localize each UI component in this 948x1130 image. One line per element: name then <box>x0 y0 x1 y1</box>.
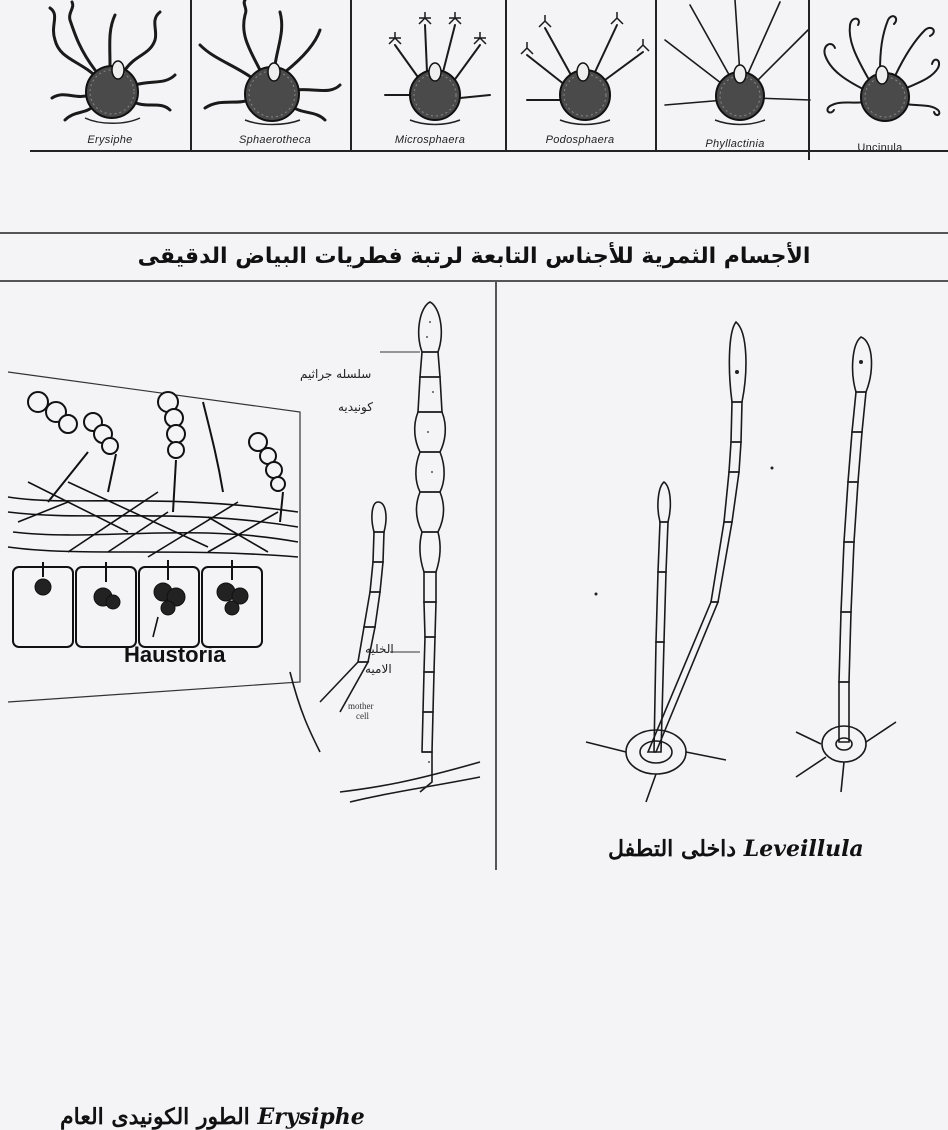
genus-label-erysiphe: Erysiphe <box>60 134 160 146</box>
annotation-mother-cell-ar-1: الخليه <box>365 642 394 656</box>
genera-separator-3 <box>505 0 507 152</box>
genus-label-microsphaera: Microsphaera <box>370 134 490 146</box>
cleistothecium-uncinula-drawing <box>810 0 948 140</box>
genera-separator-2 <box>350 0 352 152</box>
genera-separator-1 <box>190 0 192 152</box>
haustoria-diagram <box>8 382 298 682</box>
title-rule-top <box>0 232 948 234</box>
leveillula-caption-genus: Leveillula <box>744 836 864 862</box>
annotation-spore-chain: سلسله جراثيم <box>300 367 371 381</box>
genus-label-uncinula: Uncinula <box>815 142 945 154</box>
leveillula-caption-arabic: داخلى التطفل <box>608 836 736 862</box>
conidial-stage-caption: الطور الكونيدى العام Erysiphe <box>60 1104 365 1130</box>
genus-label-podosphaera: Podosphaera <box>515 134 645 146</box>
genera-separator-4 <box>655 0 657 152</box>
genera-baseline <box>30 150 948 152</box>
genera-separator-5 <box>808 0 810 160</box>
leveillula-panel: داخلى التطفل Leveillula <box>496 282 948 870</box>
cleistothecium-phyllactinia-drawing <box>660 0 810 140</box>
annotation-mother-cell-ar-2: الاميه <box>365 662 392 676</box>
genera-strip: Erysiphe Sphaerotheca <box>0 0 948 160</box>
annotation-mother-cell-en-2: cell <box>356 712 369 721</box>
leveillula-drawing <box>496 282 948 822</box>
annotation-conidial: كونيديه <box>338 400 373 414</box>
conidial-stage-panel: Haustoria <box>0 282 494 870</box>
haustoria-label: Haustoria <box>124 642 225 668</box>
genus-label-phyllactinia: Phyllactinia <box>670 138 800 150</box>
cleistothecium-podosphaera-drawing <box>505 0 655 140</box>
page-title: الأجسام الثمرية للأجناس التابعة لرتبة فط… <box>0 244 948 269</box>
caption-genus: Erysiphe <box>257 1104 364 1130</box>
annotation-mother-cell-en-1: mother <box>348 702 374 711</box>
leveillula-caption: داخلى التطفل Leveillula <box>608 836 864 862</box>
caption-arabic: الطور الكونيدى العام <box>60 1104 250 1130</box>
genus-label-sphaerotheca: Sphaerotheca <box>215 134 335 146</box>
cleistothecium-erysiphe-drawing <box>30 0 190 140</box>
cleistothecium-microsphaera-drawing <box>355 0 505 140</box>
cleistothecium-sphaerotheca-drawing <box>190 0 350 140</box>
